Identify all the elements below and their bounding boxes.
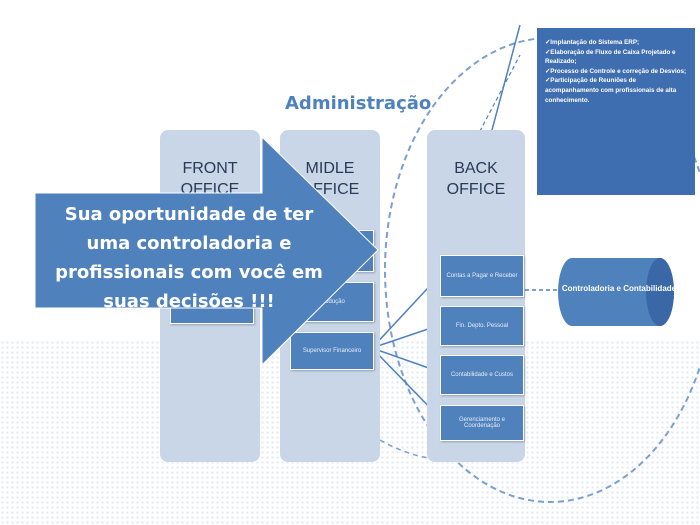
info-item: ✓Processo de Controle e correção de Desv…	[545, 67, 687, 75]
info-box: ✓Implantação do Sistema ERP; ✓Elaboração…	[537, 28, 695, 195]
middle-office-box: Supervisor Financeiro	[290, 332, 374, 370]
diagram-title: Administração	[285, 93, 432, 114]
info-item: ✓Implantação do Sistema ERP;	[545, 39, 640, 46]
arrow-text: Sua oportunidade de ter uma controladori…	[55, 204, 323, 312]
back-office-title: BACK OFFICE	[446, 160, 506, 198]
info-item: ✓Participação de Reuniões de acompanhame…	[545, 77, 677, 104]
back-office-box: Contas a Pagar e Receber	[440, 255, 524, 297]
info-item: ✓Elaboração de Fluxo de Caixa Projetado …	[545, 48, 676, 66]
back-office-box: Gerenciamento e Coordenação	[440, 405, 524, 441]
back-office-box: Contabilidade e Custos	[440, 355, 524, 395]
back-office-box: Fin. Depto. Pessoal	[440, 306, 524, 346]
cylinder-label: Controladoria e Contabilidade	[561, 284, 677, 293]
